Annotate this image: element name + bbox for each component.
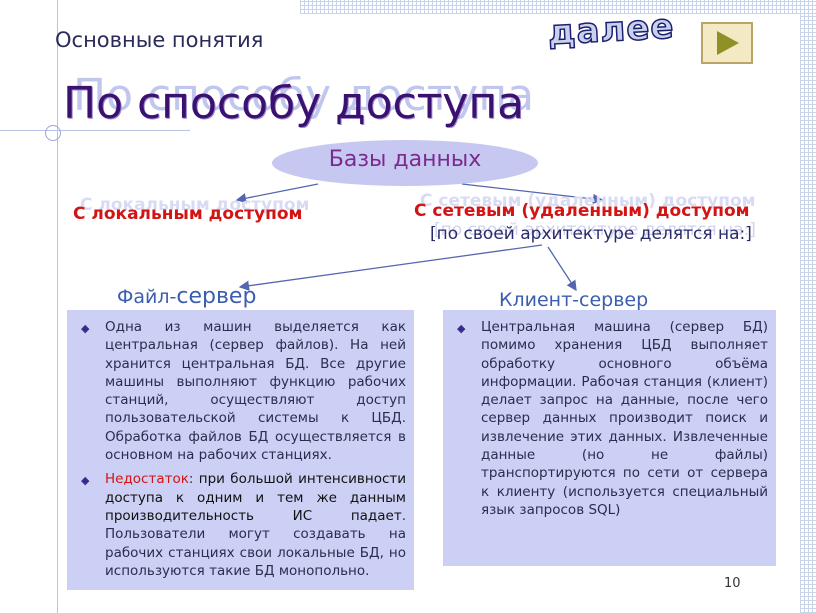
file-server-label: Файл-сервер: [117, 284, 256, 309]
diamond-bullet-icon: ◆: [457, 322, 466, 335]
file-server-label-part1: Файл-: [117, 286, 177, 308]
diamond-bullet-icon: ◆: [81, 474, 90, 488]
drawback-label: Недостаток: [105, 471, 189, 488]
horizontal-guide-line: [0, 130, 190, 131]
databases-label: Базы данных: [328, 147, 482, 172]
architecture-note: [по своей архитектуре делятся на:]: [430, 224, 752, 244]
drawback-colon: :: [188, 471, 199, 488]
arrow-to-client-server: [547, 246, 577, 292]
next-button[interactable]: [701, 22, 753, 64]
file-server-label-part2: сервер: [176, 284, 257, 309]
circle-decoration: [45, 125, 61, 141]
file-server-description-box: ◆ Одна из машин выделяется как центральн…: [67, 310, 414, 590]
arrow-to-network: [461, 183, 604, 205]
drawback-rest: . Пользователи могут создавать на рабочи…: [105, 507, 406, 579]
network-access-shadow: С сетевым (удаленным) доступом: [420, 191, 756, 211]
local-access-shadow: С локальным доступом: [80, 195, 310, 215]
client-server-description-box: ◆ Центральная машина (сервер БД) помимо …: [443, 310, 776, 566]
client-server-label: Клиент-сервер: [499, 289, 649, 311]
drawback-main: при большой интенсивности доступа к одни…: [105, 471, 407, 524]
file-server-description: Одна из машин выделяется как центральная…: [105, 319, 406, 464]
local-access-label: С локальным доступом: [73, 204, 303, 224]
client-server-description: Центральная машина (сервер БД) помимо хр…: [481, 319, 768, 518]
list-item: ◆ Центральная машина (сервер БД) помимо …: [457, 318, 768, 519]
vertical-guide-line: [57, 0, 58, 613]
network-access-label: С сетевым (удаленным) доступом: [414, 201, 750, 221]
list-item: ◆ Недостаток: при большой интенсивности …: [81, 470, 406, 580]
databases-ellipse: [272, 140, 538, 186]
arrow-to-file-server: [238, 244, 543, 291]
play-arrow-icon: [717, 31, 739, 55]
slide-title-shadow: По способу доступа: [73, 70, 535, 121]
top-grid-decoration: [300, 0, 816, 14]
diamond-bullet-icon: ◆: [81, 322, 90, 335]
page-number: 10: [724, 576, 741, 591]
architecture-note-shadow: [по своей архитектуре делятся на:]: [434, 220, 756, 240]
list-item: ◆ Одна из машин выделяется как центральн…: [81, 318, 406, 464]
right-grid-decoration: [800, 14, 816, 613]
slide-subtitle: Основные понятия: [55, 28, 264, 52]
arrow-to-local: [235, 183, 319, 204]
slide-title: По способу доступа: [63, 78, 525, 129]
